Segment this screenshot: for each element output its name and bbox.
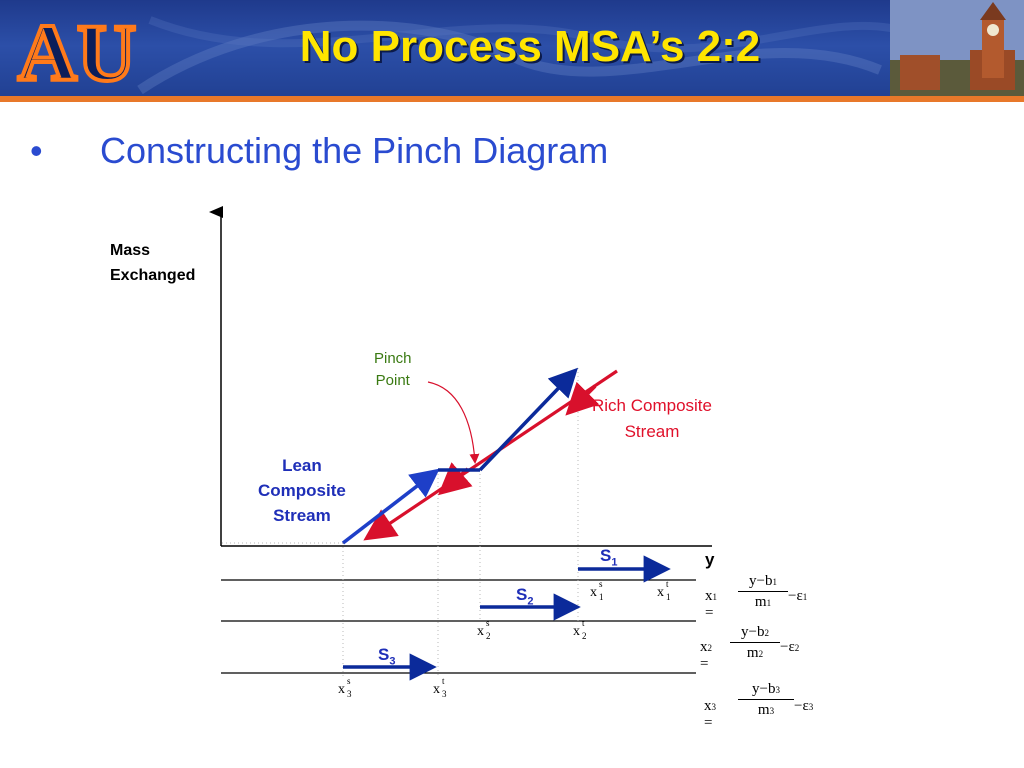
s3-name: S [378, 645, 390, 664]
clock-tower-icon [890, 0, 1024, 96]
pinch-pointer [427, 381, 480, 464]
lean-label-line1: Lean [282, 456, 322, 475]
rich-arrow-lower [437, 462, 473, 496]
y-axis-label-line2: Exchanged [110, 267, 196, 284]
auburn-logo-icon: AU [16, 6, 138, 94]
s3-label: S3 [378, 645, 395, 667]
page-title: No Process MSA’s 2:2 [299, 22, 761, 71]
s2-name: S [516, 585, 528, 604]
s1-name: S [600, 546, 612, 565]
bullet-text: Constructing the Pinch Diagram [100, 130, 609, 171]
lean-stream-label: Lean Composite Stream [258, 453, 346, 528]
banner-background-icon [137, 16, 901, 95]
header-banner: AU No Process MSA’s 2:2 [0, 0, 1024, 102]
banner-stripe [0, 96, 1024, 102]
s3-index: 3 [389, 655, 396, 668]
bullet-marker: • [30, 130, 43, 171]
lean-stream-upper [478, 367, 578, 472]
rich-stream-label: Rich Composite Stream [592, 393, 712, 445]
s1-index: 1 [611, 556, 618, 569]
logo-text: AU [18, 7, 136, 94]
rich-label-line2: Stream [624, 422, 680, 441]
s2-label: S2 [516, 585, 533, 607]
rich-arrow-upper [565, 381, 600, 416]
lean-stream-lower [341, 468, 440, 545]
y-axis-label-line1: Mass [110, 242, 151, 259]
rich-arrow-end [363, 509, 399, 541]
x-axis-label: y [705, 550, 715, 569]
pinch-label-line1: Pinch [374, 350, 412, 367]
pinch-point-label: Pinch Point [374, 348, 412, 392]
s2-index: 2 [527, 595, 534, 608]
guide-lines [221, 368, 579, 676]
y-axis-label: Mass Exchanged [110, 238, 195, 288]
pinch-label-line2: Point [375, 372, 410, 389]
s1-label: S1 [600, 546, 617, 568]
lean-label-line3: Stream [273, 506, 331, 525]
rich-label-line1: Rich Composite [592, 396, 712, 415]
lean-label-line2: Composite [258, 481, 346, 500]
